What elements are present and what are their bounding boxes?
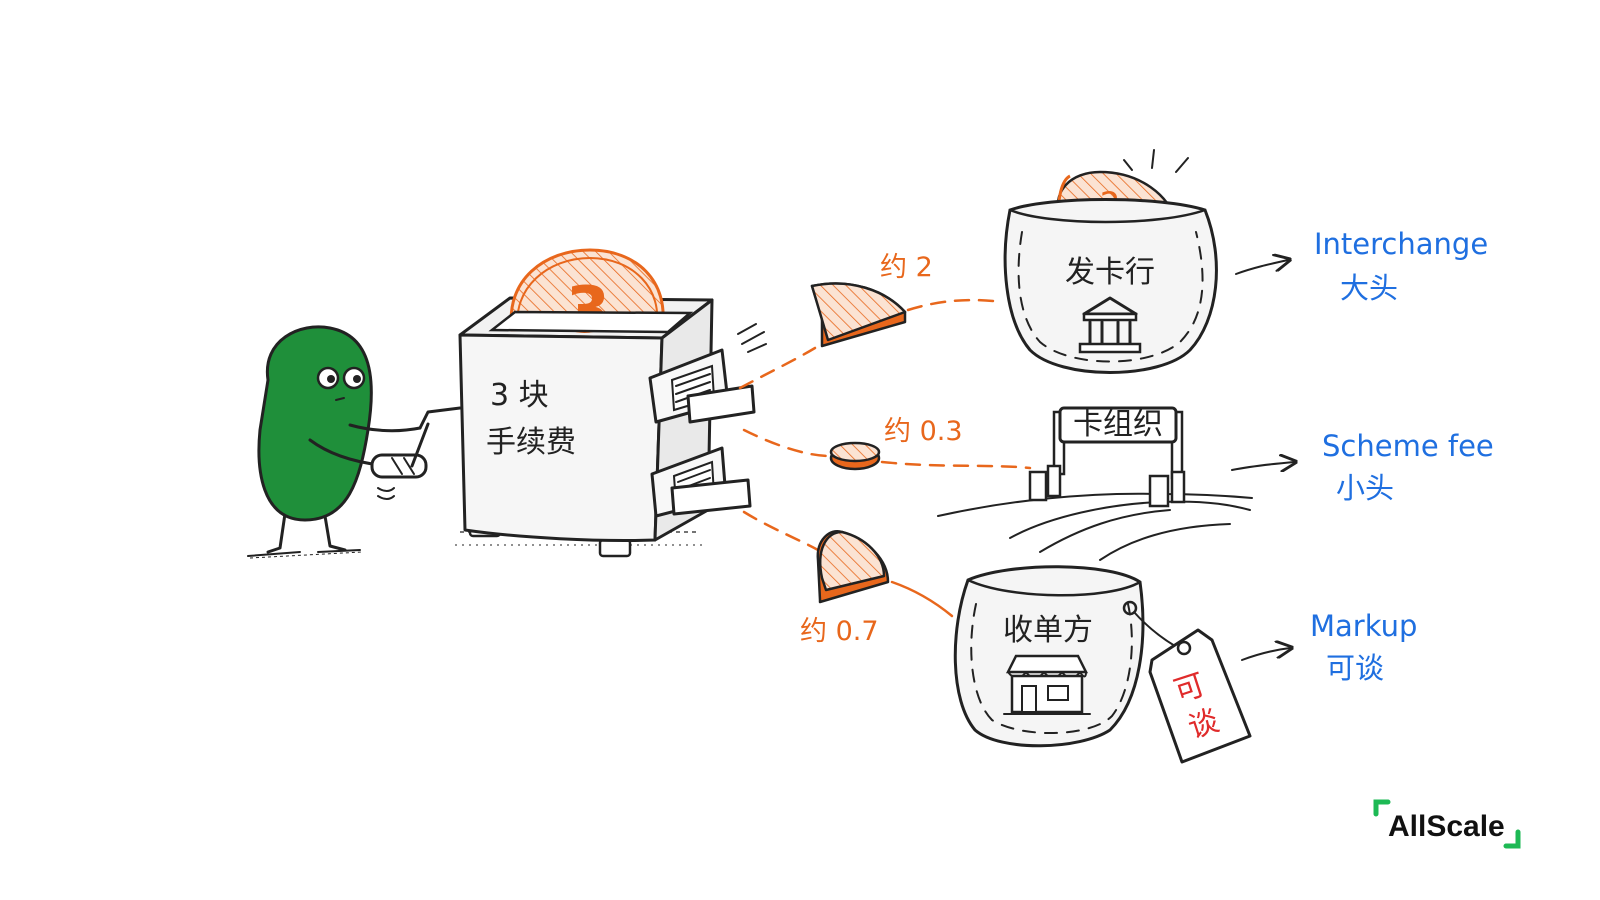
character-eyes bbox=[316, 366, 366, 390]
issuer-name: 发卡行 bbox=[1065, 255, 1155, 290]
character-body bbox=[257, 325, 373, 522]
negotiable-tag: 可 谈 bbox=[1122, 600, 1252, 764]
logo-text: AllScale bbox=[1388, 810, 1505, 843]
acquirer-pocket: 收单方 可 谈 bbox=[953, 565, 1252, 764]
allscale-logo: AllScale bbox=[1373, 799, 1521, 849]
scheme-gate: 卡组织 bbox=[937, 406, 1253, 561]
acquirer-name: 收单方 bbox=[1003, 613, 1093, 648]
arrow-markup bbox=[1241, 648, 1290, 661]
machine-label-amount: 3 块 bbox=[490, 378, 549, 413]
flow-lines bbox=[738, 298, 1032, 618]
interchange-label: Interchange bbox=[1314, 227, 1488, 261]
main-coin: 3 bbox=[509, 248, 665, 348]
scheme-name: 卡组织 bbox=[1073, 407, 1163, 442]
outcome-arrows bbox=[1231, 260, 1294, 661]
machine-label-fee: 手续费 bbox=[486, 425, 576, 460]
piece-acquirer bbox=[816, 529, 890, 604]
lower-output-slot bbox=[650, 446, 752, 518]
scheme-fee-size: 小头 bbox=[1336, 471, 1394, 505]
piece-label-acquirer: 约 0.7 bbox=[800, 616, 879, 647]
scheme-fee-label: Scheme fee bbox=[1322, 429, 1494, 463]
upper-output-slot bbox=[648, 348, 756, 424]
piece-label-issuer: 约 2 bbox=[880, 252, 933, 283]
green-character bbox=[247, 325, 462, 559]
piece-issuer bbox=[810, 282, 907, 348]
bank-icon bbox=[1078, 296, 1142, 354]
markup-label: Markup bbox=[1310, 609, 1417, 643]
piece-scheme bbox=[829, 441, 881, 471]
store-icon bbox=[1003, 654, 1091, 715]
arrow-scheme bbox=[1231, 462, 1294, 470]
arrow-interchange bbox=[1235, 260, 1288, 275]
piece-label-scheme: 约 0.3 bbox=[884, 416, 963, 447]
markup-size: 可谈 bbox=[1326, 651, 1384, 685]
issuer-pocket: 2 发卡行 bbox=[1003, 149, 1218, 374]
interchange-size: 大头 bbox=[1340, 271, 1398, 305]
fee-machine: 3 3 块 手续费 bbox=[455, 248, 767, 558]
